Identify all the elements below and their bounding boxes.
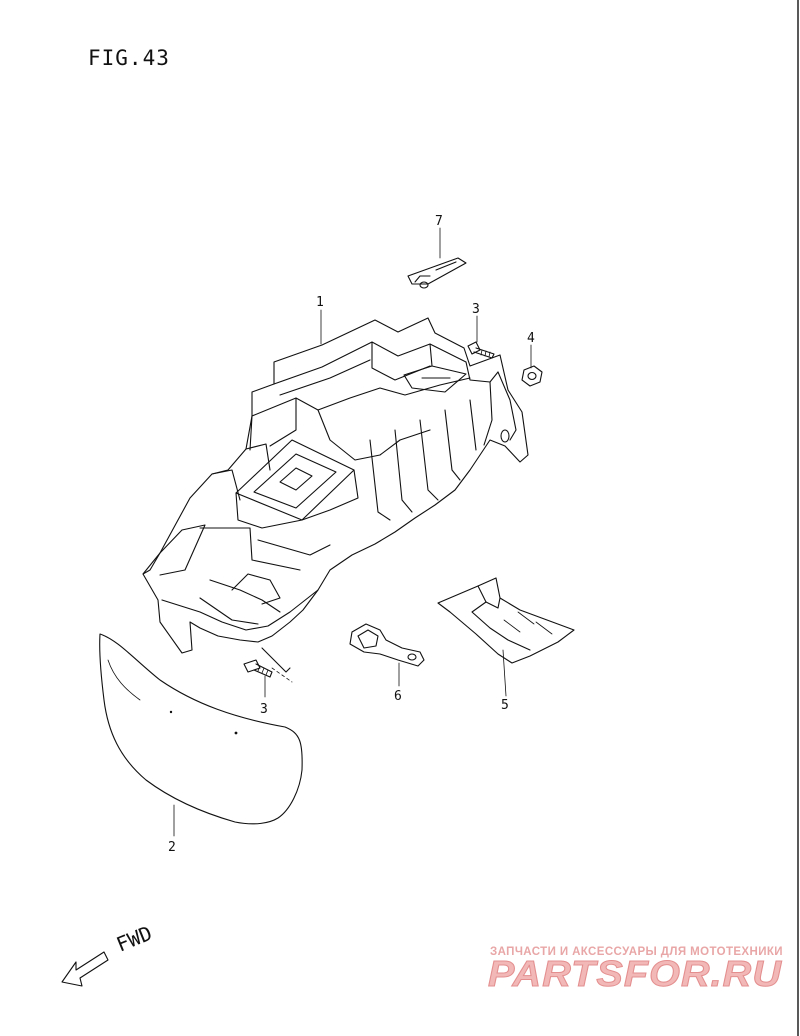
- part-bolt-upper[interactable]: [467, 341, 495, 359]
- callout-1: 1: [316, 295, 324, 310]
- figure-title: FIG.43: [88, 46, 170, 70]
- callout-3-upper: 3: [472, 302, 480, 317]
- forward-arrow-icon: [61, 951, 109, 987]
- part-tool-bag[interactable]: [437, 577, 575, 664]
- part-spanner[interactable]: [349, 623, 425, 667]
- callout-5: 5: [501, 698, 509, 713]
- watermark-brand: PARTSFOR.RU: [488, 953, 782, 994]
- watermark-tagline: ЗАПЧАСТИ И АКСЕССУАРЫ ДЛЯ МОТОТЕХНИКИ: [490, 946, 783, 958]
- leader-lines: [173, 227, 532, 837]
- callout-6: 6: [394, 689, 402, 704]
- part-bolt-lower[interactable]: [243, 647, 293, 683]
- callout-2: 2: [168, 840, 176, 855]
- part-clamp[interactable]: [407, 257, 467, 289]
- callout-3-lower: 3: [260, 702, 268, 717]
- callout-7: 7: [435, 214, 443, 229]
- forward-label: FWD: [113, 921, 155, 957]
- part-rear-fender[interactable]: [142, 317, 529, 654]
- part-mud-flap[interactable]: [99, 633, 303, 825]
- part-nut[interactable]: [521, 365, 543, 387]
- callout-4: 4: [527, 331, 535, 346]
